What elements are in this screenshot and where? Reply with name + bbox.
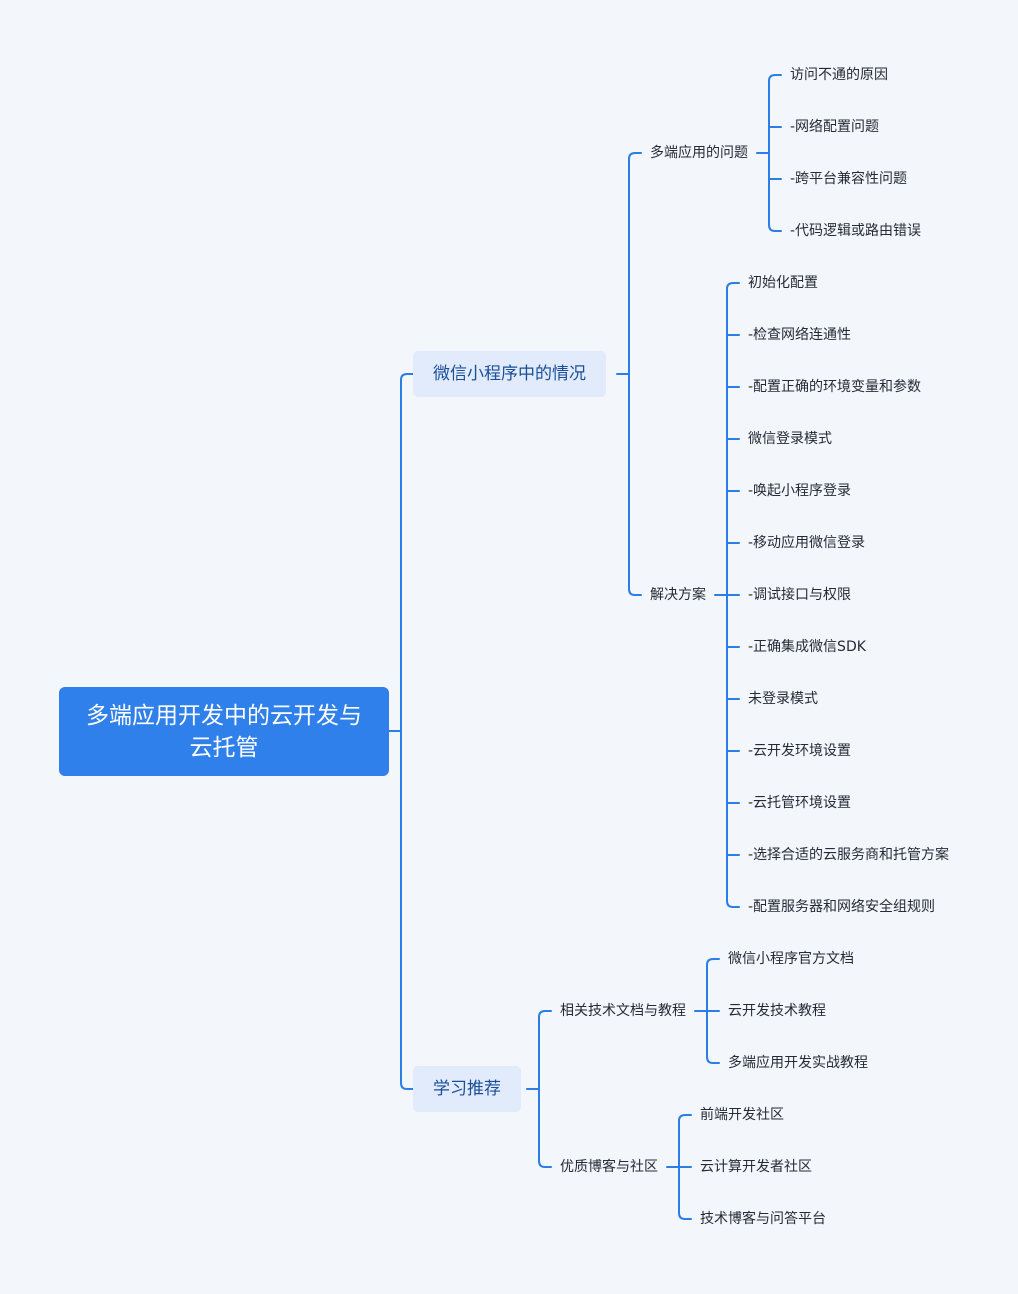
leaf-item: 多端应用开发实战教程 bbox=[728, 1055, 868, 1071]
topic-blogs-communities: 优质博客与社区 bbox=[560, 1159, 658, 1175]
root-node: 多端应用开发中的云开发与云托管 bbox=[59, 687, 389, 776]
leaf-item: 前端开发社区 bbox=[700, 1107, 784, 1123]
leaf-item: -云托管环境设置 bbox=[748, 795, 852, 811]
leaf-item: -网络配置问题 bbox=[790, 119, 880, 135]
connector-spine bbox=[768, 74, 782, 232]
leaf-item: -云开发环境设置 bbox=[748, 743, 852, 759]
leaf-item: -选择合适的云服务商和托管方案 bbox=[748, 847, 950, 863]
connector-spine bbox=[628, 152, 642, 596]
leaf-item: -检查网络连通性 bbox=[748, 327, 852, 343]
topic-docs-tutorials: 相关技术文档与教程 bbox=[560, 1003, 686, 1019]
leaf-item: 微信小程序官方文档 bbox=[728, 951, 854, 967]
leaf-item: -调试接口与权限 bbox=[748, 587, 852, 603]
leaf-item: -正确集成微信SDK bbox=[748, 639, 866, 655]
leaf-item: 访问不通的原因 bbox=[790, 67, 888, 83]
topic-multi-end-issues: 多端应用的问题 bbox=[650, 145, 748, 161]
leaf-item: -配置正确的环境变量和参数 bbox=[748, 379, 922, 395]
connector-spine bbox=[538, 1010, 552, 1168]
leaf-item: 云开发技术教程 bbox=[728, 1003, 826, 1019]
leaf-item: -代码逻辑或路由错误 bbox=[790, 223, 922, 239]
branch-learning: 学习推荐 bbox=[413, 1066, 521, 1112]
leaf-item: 云计算开发者社区 bbox=[700, 1159, 812, 1175]
leaf-item: 初始化配置 bbox=[748, 275, 818, 291]
branch-wechat-miniprogram: 微信小程序中的情况 bbox=[413, 351, 606, 397]
leaf-item: -移动应用微信登录 bbox=[748, 535, 866, 551]
leaf-item: -跨平台兼容性问题 bbox=[790, 171, 908, 187]
leaf-item: 技术博客与问答平台 bbox=[700, 1211, 826, 1227]
topic-solutions: 解决方案 bbox=[650, 587, 706, 603]
leaf-item: 未登录模式 bbox=[748, 691, 818, 707]
leaf-item: 微信登录模式 bbox=[748, 431, 832, 447]
leaf-item: -配置服务器和网络安全组规则 bbox=[748, 899, 936, 915]
connector-spine bbox=[400, 373, 414, 1090]
leaf-item: -唤起小程序登录 bbox=[748, 483, 852, 499]
